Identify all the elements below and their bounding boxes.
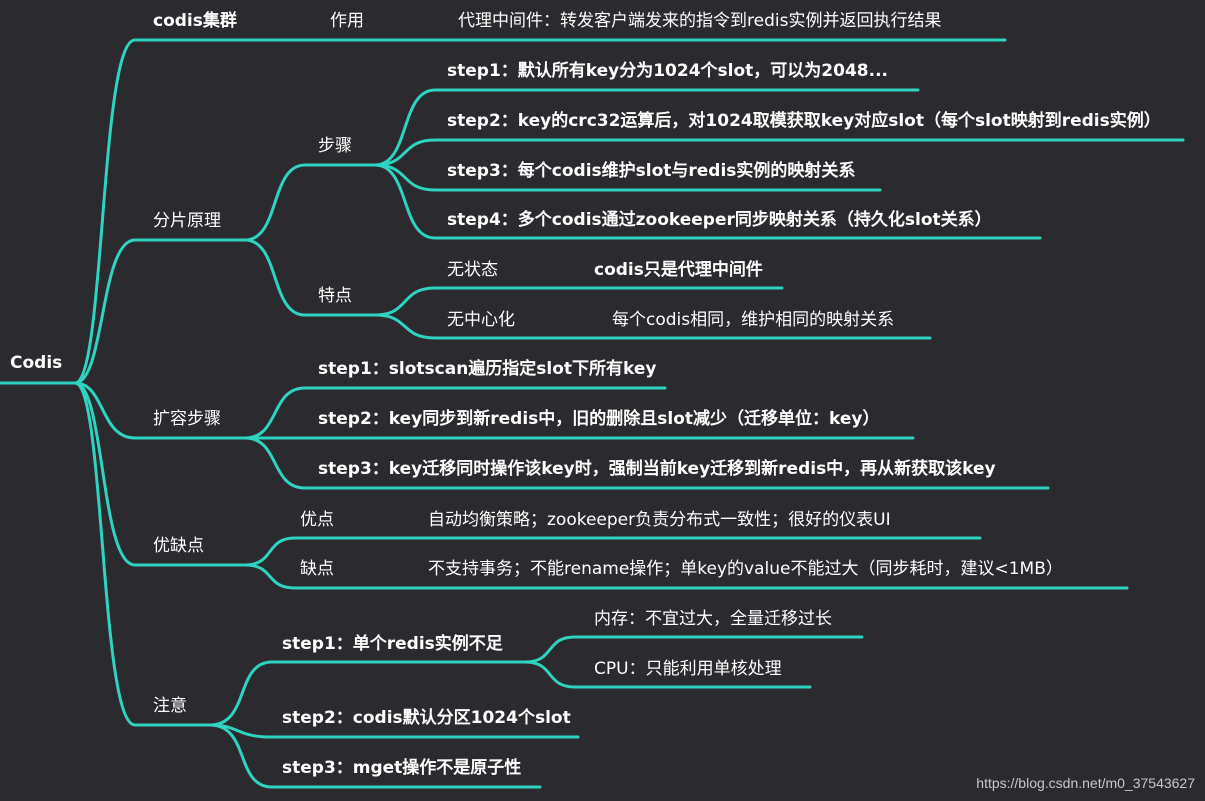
branch-proscons-label: 优缺点 — [153, 536, 204, 556]
pros-desc: 自动均衡策略；zookeeper负责分布式一致性；很好的仪表UI — [428, 510, 891, 530]
feature-stateless-name: 无状态 — [447, 260, 498, 280]
sharding-features-label: 特点 — [318, 286, 352, 306]
watermark-url: https://blog.csdn.net/m0_37543627 — [976, 775, 1195, 791]
connector-steps-1 — [373, 88, 920, 167]
connector-sharding-steps — [243, 163, 377, 242]
branch-notes-label: 注意 — [153, 696, 187, 716]
cons-label: 缺点 — [300, 559, 334, 579]
branch-sharding-label: 分片原理 — [153, 211, 221, 231]
connector-scaling-3 — [243, 436, 1050, 490]
notes-step-1: step1：单个redis实例不足 — [282, 634, 503, 654]
connector-steps-2 — [373, 138, 1185, 167]
connector-cons — [243, 563, 1129, 590]
connector-notes-1 — [208, 660, 527, 727]
connector-features-2 — [373, 313, 932, 340]
scaling-step-1: step1：slotscan遍历指定slot下所有key — [318, 359, 657, 379]
cluster-role-label: 作用 — [330, 11, 364, 31]
connector-steps-4 — [373, 163, 1042, 240]
scaling-step-2: step2：key同步到新redis中，旧的删除且slot减少（迁移单位：key… — [318, 409, 880, 429]
notes-step-2: step2：codis默认分区1024个slot — [282, 708, 571, 728]
connector-root-scaling — [73, 381, 137, 440]
connector-root-proscons — [73, 381, 137, 567]
feature-decentralized-desc: 每个codis相同，维护相同的映射关系 — [612, 310, 895, 330]
notes-step-1-memory: 内存：不宜过大，全量迁移过长 — [594, 609, 832, 629]
notes-step-1-cpu: CPU：只能利用单核处理 — [594, 659, 782, 679]
connector-pros — [243, 536, 982, 567]
connector-sharding-features — [243, 238, 377, 317]
connector-scaling-1 — [243, 386, 667, 440]
connector-features-1 — [373, 286, 784, 317]
connector-notes-1-cpu — [523, 660, 812, 689]
scaling-step-3: step3：key迁移同时操作该key时，强制当前key迁移到新redis中，再… — [318, 459, 996, 479]
branch-cluster-label: codis集群 — [153, 11, 237, 31]
branch-scaling-label: 扩容步骤 — [153, 409, 221, 429]
sharding-step-1: step1：默认所有key分为1024个slot，可以为2048... — [447, 61, 888, 81]
feature-stateless-desc: codis只是代理中间件 — [594, 260, 763, 280]
sharding-step-3: step3：每个codis维护slot与redis实例的映射关系 — [447, 161, 856, 181]
connector-notes-1-mem — [523, 635, 864, 664]
notes-step-3: step3：mget操作不是原子性 — [282, 758, 522, 778]
connector-root-sharding — [73, 238, 137, 385]
cons-desc: 不支持事务；不能rename操作；单key的value不能过大（同步耗时，建议<… — [428, 559, 1063, 579]
connector-root-cluster — [73, 38, 137, 385]
sharding-steps-label: 步骤 — [318, 136, 352, 156]
pros-label: 优点 — [300, 510, 334, 530]
cluster-role-desc: 代理中间件：转发客户端发来的指令到redis实例并返回执行结果 — [458, 11, 942, 31]
root-label: Codis — [10, 353, 63, 373]
sharding-step-4: step4：多个codis通过zookeeper同步映射关系（持久化slot关系… — [447, 210, 992, 230]
connector-root-notes — [73, 381, 137, 727]
connector-notes-3 — [208, 723, 542, 789]
feature-decentralized-name: 无中心化 — [447, 310, 515, 330]
sharding-step-2: step2：key的crc32运算后，对1024取模获取key对应slot（每个… — [447, 111, 1161, 131]
